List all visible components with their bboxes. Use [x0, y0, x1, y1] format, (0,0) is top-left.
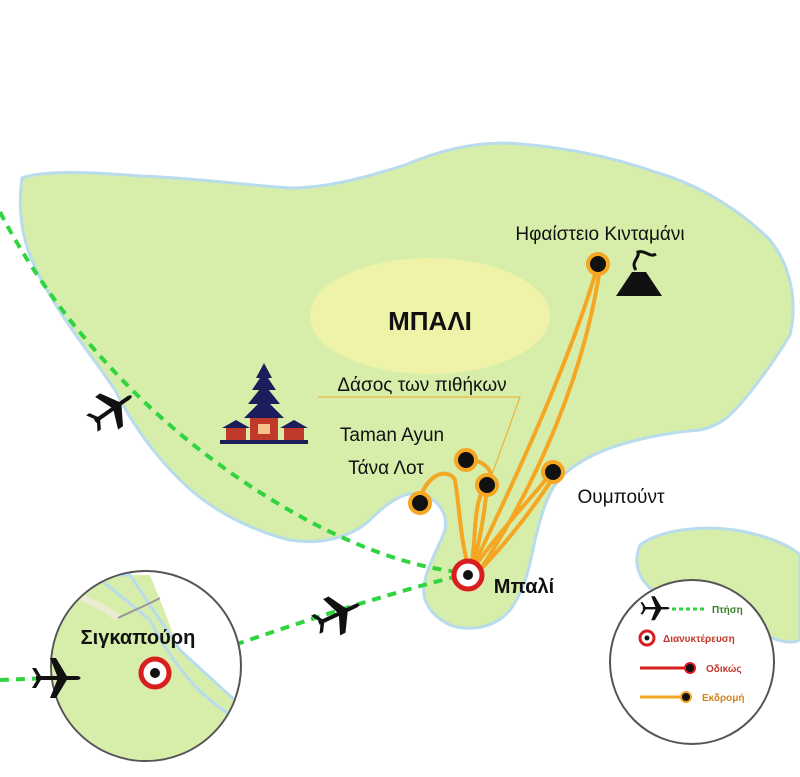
legend-overnight: Διανυκτέρευση — [638, 629, 735, 647]
overnight-marker-icon — [451, 558, 485, 592]
route-ubud — [468, 470, 554, 575]
monkey-forest-leader — [318, 396, 521, 481]
volcano-icon — [616, 250, 662, 296]
highland-area — [310, 258, 550, 374]
excursion-stop-icon — [680, 691, 692, 703]
route-ubud-2 — [473, 473, 557, 577]
airplane-icon — [640, 596, 670, 621]
label-monkey-forest: Δάσος των πιθήκων — [337, 375, 506, 396]
overnight-marker-icon — [638, 629, 656, 647]
legend-road: Οδικώς — [640, 662, 742, 675]
legend-flight-label: Πτήση — [712, 605, 743, 616]
legend-road-label: Οδικώς — [706, 664, 742, 675]
label-ubud: Ουμπούντ — [578, 487, 665, 508]
island-label: ΜΠΑΛΙ — [388, 306, 472, 336]
excursion-stop-icon — [586, 252, 610, 276]
road-stop-icon — [684, 662, 696, 674]
legend-overnight-label: Διανυκτέρευση — [663, 634, 735, 645]
legend-flight: Πτήση — [640, 596, 743, 621]
excursion-stop-icon — [454, 448, 478, 472]
flight-route-north — [0, 211, 471, 575]
legend-excursion: Εκδρομή — [640, 691, 745, 704]
excursion-stop-icon — [475, 473, 499, 497]
label-singapore: Σιγκαπούρη — [81, 627, 196, 649]
temple-icon — [220, 363, 308, 444]
airplane-icon — [311, 596, 360, 636]
label-taman-ayun: Taman Ayun — [340, 425, 444, 446]
excursion-stop-icon — [541, 460, 565, 484]
excursion-stops — [408, 252, 610, 515]
airplane-icon — [32, 658, 81, 698]
route-kintamani — [468, 263, 600, 575]
label-bali-city: Μπαλί — [494, 576, 554, 598]
excursion-routes — [416, 263, 602, 577]
overnight-marker-icon — [138, 656, 172, 690]
legend: Πτήση Διανυκτέρευση Οδικώς Εκδρομή — [609, 579, 775, 745]
legend-excursion-label: Εκδρομή — [702, 693, 745, 704]
label-tanah-lot: Τάνα Λοτ — [348, 458, 424, 479]
route-kintamani-2 — [476, 266, 602, 575]
excursion-stop-icon — [408, 491, 432, 515]
label-kintamani: Ηφαίστειο Κινταμάνι — [515, 224, 684, 245]
route-tanah-lot — [416, 471, 472, 575]
airplane-icon — [86, 393, 132, 432]
